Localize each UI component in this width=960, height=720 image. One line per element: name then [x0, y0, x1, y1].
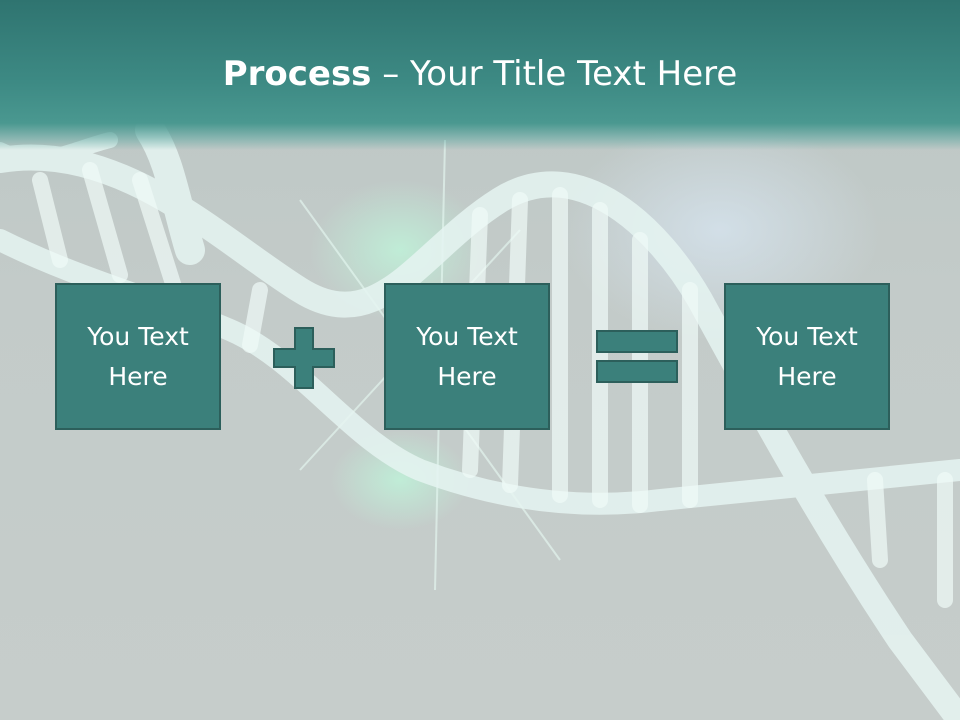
process-box-3[interactable]: You Text Here — [724, 283, 890, 430]
plus-icon — [273, 327, 335, 389]
process-box-1[interactable]: You Text Here — [55, 283, 221, 430]
process-box-label: You Text Here — [416, 321, 518, 391]
title-band — [0, 0, 960, 150]
process-box-label: You Text Here — [87, 321, 189, 391]
process-box-2[interactable]: You Text Here — [384, 283, 550, 430]
title-rest-part: – Your Title Text Here — [371, 54, 738, 94]
title-bold-part: Process — [222, 54, 372, 94]
process-box-label: You Text Here — [756, 321, 858, 391]
equals-icon — [596, 330, 678, 383]
slide-title: Process – Your Title Text Here — [0, 52, 960, 96]
